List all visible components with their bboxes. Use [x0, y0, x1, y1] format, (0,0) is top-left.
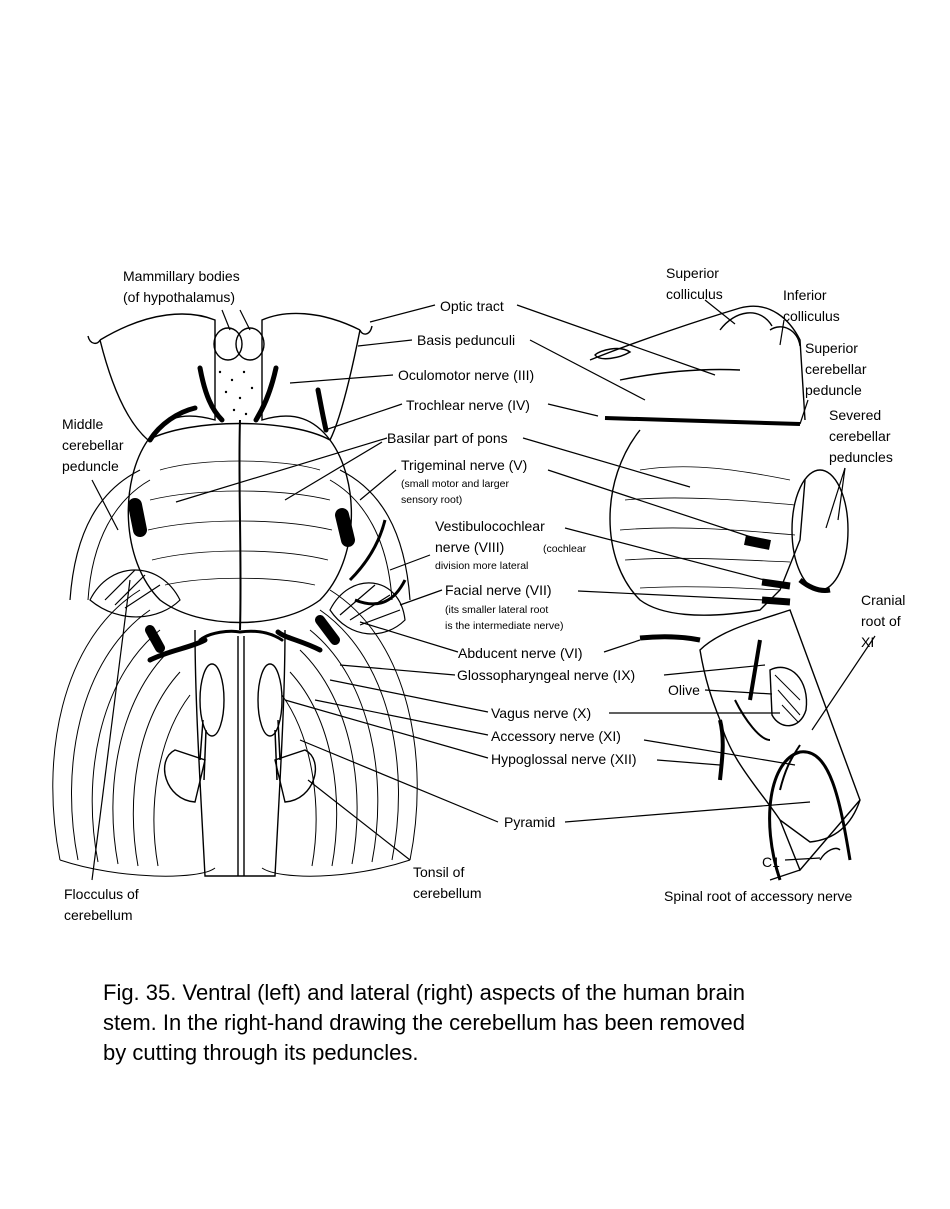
label-trochlear-nerve: Trochlear nerve (IV)	[406, 397, 530, 413]
label-trigeminal-note: (small motor and larger sensory root)	[401, 478, 509, 506]
trigeminal-root-lateral	[744, 535, 771, 550]
ventral-view-drawing	[52, 312, 418, 877]
label-mammillary-bodies: Mammillary bodies (of hypothalamus)	[123, 268, 240, 305]
inferior-colliculus-shape	[769, 326, 801, 347]
flocculus-shapes	[89, 569, 406, 635]
label-vestibulocochlear-note-inline: (cochlear	[543, 543, 587, 555]
middle-cerebellar-peduncle-left	[69, 469, 141, 601]
olive-right	[257, 663, 283, 737]
label-accessory-nerve: Accessory nerve (XI)	[491, 728, 621, 744]
mammillary-body-right	[235, 327, 265, 361]
trochlear-nerve-lateral	[604, 416, 801, 426]
label-trigeminal-nerve: Trigeminal nerve (V)	[401, 457, 528, 473]
label-vestibulocochlear-note: division more lateral	[435, 560, 529, 572]
label-basilar-part-pons: Basilar part of pons	[387, 430, 508, 446]
label-vestibulocochlear-nerve: Vestibulocochlear nerve (VIII)	[435, 518, 545, 555]
label-vagus-nerve: Vagus nerve (X)	[491, 705, 592, 721]
leader-lines	[91, 299, 876, 881]
superior-colliculus-shape	[719, 312, 773, 331]
label-spinal-root-accessory: Spinal root of accessory nerve	[664, 888, 853, 904]
medulla-lateral	[699, 609, 861, 843]
pons	[127, 422, 352, 624]
label-facial-note: (its smaller lateral root is the interme…	[445, 604, 564, 632]
ventral-nerves	[128, 365, 355, 663]
label-basis-pedunculi: Basis pedunculi	[417, 332, 516, 348]
olive-lateral	[769, 666, 808, 727]
spinal-root-accessory-shape	[768, 750, 852, 881]
label-hypoglossal-nerve: Hypoglossal nerve (XII)	[491, 751, 637, 767]
label-superior-colliculus: Superior colliculus	[666, 265, 723, 302]
label-superior-cerebellar-peduncle: Superior cerebellar peduncle	[805, 340, 867, 398]
label-optic-tract: Optic tract	[440, 298, 504, 314]
label-abducent-nerve: Abducent nerve (VI)	[458, 645, 583, 661]
label-inferior-colliculus: Inferior colliculus	[783, 287, 840, 324]
tonsil-right	[274, 749, 316, 803]
label-olive: Olive	[668, 682, 700, 698]
cerebellum-hemispheres	[52, 589, 418, 877]
label-severed-peduncles: Severed cerebellar peduncles	[829, 407, 893, 465]
label-tonsil: Tonsil of cerebellum	[413, 864, 482, 901]
midbrain	[589, 305, 806, 421]
label-glossopharyngeal-nerve: Glossopharyngeal nerve (IX)	[457, 667, 636, 683]
label-middle-cerebellar-peduncle: Middle cerebellar peduncle	[62, 416, 124, 474]
figure-caption: Fig. 35. Ventral (left) and lateral (rig…	[103, 980, 746, 1065]
label-oculomotor-nerve: Oculomotor nerve (III)	[398, 367, 535, 383]
label-pyramid: Pyramid	[504, 814, 556, 830]
medulla	[194, 629, 286, 877]
olive-left	[199, 663, 225, 737]
label-c1: C1	[762, 854, 780, 870]
tonsil-left	[164, 749, 206, 803]
label-facial-nerve: Facial nerve (VII)	[445, 582, 552, 598]
pons-lateral	[609, 429, 806, 616]
label-flocculus: Flocculus of cerebellum	[64, 886, 139, 923]
label-cranial-root-xi: Cranial root of XI	[861, 592, 906, 650]
mammillary-body-left	[213, 327, 243, 361]
